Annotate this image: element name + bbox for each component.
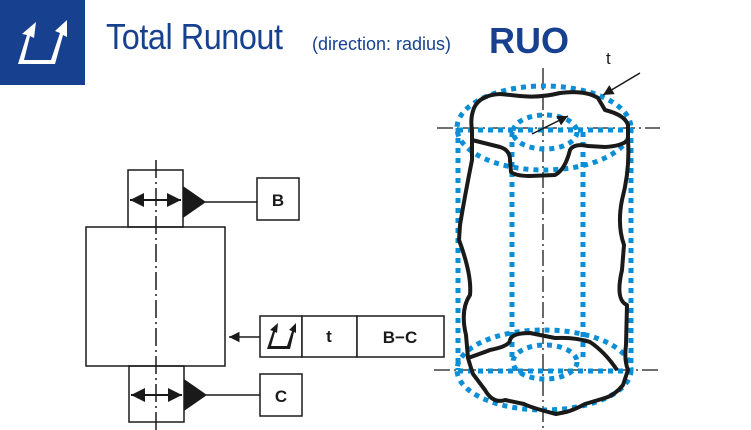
datum-triangle-b [183, 186, 206, 218]
fcf-datum-reference: B−C [383, 328, 417, 347]
datum-c-box [259, 373, 303, 417]
tolerance-code: RUO [489, 20, 569, 61]
tolerance-zone-illustration: t [434, 49, 660, 430]
datum-b-box [256, 177, 300, 221]
title-main: Total Runout [106, 16, 283, 57]
actual-surface-outline [457, 90, 631, 416]
datum-b-indicator: B [183, 177, 300, 221]
datum-c-indicator: C [184, 373, 303, 417]
tolerance-arrow-outer [602, 72, 641, 96]
total-runout-symbol-icon [267, 323, 296, 349]
inner-cylinder-bottom [510, 342, 580, 382]
header-logo [0, 0, 85, 85]
fcf-datum-cell [356, 315, 445, 358]
datum-c-label: C [275, 387, 287, 406]
fcf-tolerance-value: t [326, 327, 332, 346]
page-title: Total Runout (direction: radius) [106, 16, 451, 58]
title-subtitle: (direction: radius) [312, 34, 452, 54]
lower-cut-outline [467, 331, 619, 372]
part-drawing [85, 160, 226, 430]
upper-cut-outline [471, 138, 630, 178]
feature-control-frame: t B−C [229, 315, 445, 358]
inner-cylinder-top [510, 112, 580, 152]
fcf-symbol-cell [259, 315, 303, 358]
datum-b-label: B [272, 191, 284, 210]
total-runout-icon [18, 20, 67, 64]
datum-triangle-c [184, 379, 207, 411]
tolerance-zone-label: t [606, 49, 611, 68]
tolerance-arrow-inner [531, 115, 569, 135]
